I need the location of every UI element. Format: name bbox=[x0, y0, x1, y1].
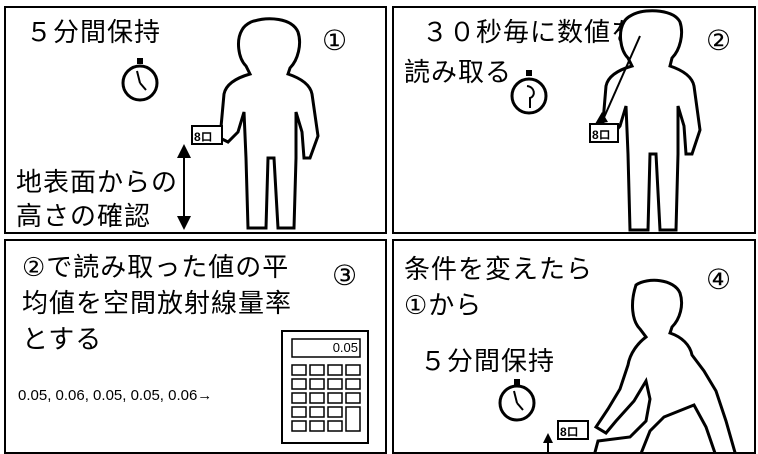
panel-2-title-2: 読み取る bbox=[404, 58, 513, 88]
panel-3-line-3: とする bbox=[22, 325, 103, 355]
panel-3-readings: 0.05, 0.06, 0.05, 0.05, 0.06→ bbox=[18, 387, 213, 404]
panel-1-height-label-1: 地表面からの bbox=[16, 168, 179, 198]
meter-device-icon bbox=[589, 123, 619, 143]
panel-4-hold-text: ５分間保持 bbox=[420, 347, 556, 377]
height-arrow bbox=[543, 433, 553, 452]
person-figure bbox=[600, 9, 702, 232]
height-arrow bbox=[177, 144, 191, 230]
stopwatch-icon bbox=[498, 379, 536, 422]
panel-4: 条件を変えたら ①から ④ ５分間保持 8ロ bbox=[392, 239, 756, 454]
panel-2-device-text: 8ロ bbox=[592, 128, 611, 142]
panel-4-line-1: 条件を変えたら bbox=[404, 255, 594, 285]
panel-1: ５分間保持 ① 8ロ 地表面からの 高さの確認 bbox=[4, 6, 387, 234]
meter-device-icon bbox=[557, 420, 589, 440]
calculator-icon bbox=[281, 330, 369, 444]
calculator-display: 0.05 bbox=[332, 340, 358, 355]
panel-2-figure bbox=[510, 9, 702, 232]
panel-1-device-text: 8ロ bbox=[194, 130, 213, 144]
panel-1-height-label-2: 高さの確認 bbox=[16, 202, 152, 232]
panel-2-title-1: ３０秒毎に数値を bbox=[422, 18, 639, 48]
panel-3-line-1: ②で読み取った値の平 bbox=[22, 253, 290, 283]
person-figure bbox=[218, 17, 320, 230]
panel-1-number: ① bbox=[322, 24, 348, 57]
panel-4-line-2: ①から bbox=[404, 291, 483, 321]
panel-2: ３０秒毎に数値を 読み取る ② 8ロ bbox=[392, 6, 756, 234]
stopwatch-icon bbox=[121, 58, 159, 102]
person-figure bbox=[593, 278, 737, 452]
panel-3: ②で読み取った値の平 均値を空間放射線量率 とする ③ 0.05, 0.06, … bbox=[4, 239, 387, 454]
panel-4-figure bbox=[498, 278, 737, 452]
panel-3-line-2: 均値を空間放射線量率 bbox=[22, 289, 293, 319]
panel-1-figure bbox=[121, 17, 320, 230]
panel-4-device-text: 8ロ bbox=[560, 425, 579, 439]
panel-3-number: ③ bbox=[332, 259, 358, 292]
panel-2-number: ② bbox=[706, 24, 732, 57]
panel-4-number: ④ bbox=[706, 263, 732, 296]
panel-1-title: ５分間保持 bbox=[26, 18, 162, 48]
meter-device-icon bbox=[191, 125, 223, 145]
stopwatch-icon bbox=[510, 70, 548, 115]
